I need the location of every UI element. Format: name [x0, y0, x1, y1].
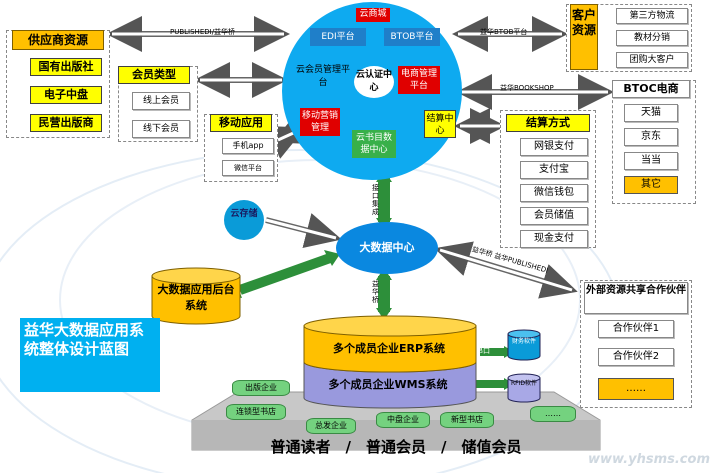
btob-platform-box: BTOB平台: [384, 28, 440, 46]
btob-arrow-label: 益华BTOB平台: [480, 28, 528, 36]
payment-item-alipay: 支付宝: [520, 161, 588, 179]
payment-item-bank: 网银支付: [520, 138, 588, 156]
audience-label: 普通读者 / 普通会员 / 储值会员: [270, 438, 522, 456]
btoc-item-tmall: 天猫: [624, 104, 678, 122]
settle-center-box: 结算中心: [424, 110, 456, 138]
member-item-offline: 线下会员: [132, 120, 190, 138]
member-title: 会员类型: [118, 66, 190, 84]
member-item-online: 线上会员: [132, 92, 190, 110]
bibliography-center-box: 云书目数据中心: [352, 130, 396, 158]
bigdata-center-ellipse: 大数据中心: [336, 222, 438, 274]
cloud-mall-box: 云商城: [356, 8, 390, 22]
finance-cylinder: [507, 329, 541, 361]
supply-item-3: 民营出版商: [30, 114, 102, 132]
partner-more: ……: [598, 378, 674, 400]
mobile-item-wechat: 微信平台: [222, 160, 274, 176]
mobile-title: 移动应用: [210, 114, 272, 132]
wms-system-label: 多个成员企业WMS系统: [328, 378, 448, 391]
partner-1: 合作伙伴1: [598, 320, 674, 338]
edi-platform-box: EDI平台: [310, 28, 366, 46]
auth-center-box: 云认证中心: [354, 66, 394, 98]
partner-2: 合作伙伴2: [598, 348, 674, 366]
rfid-cylinder: [507, 373, 541, 403]
supply-item-2: 电子中盘: [30, 86, 102, 104]
customer-item-group: 团购大客户: [616, 52, 688, 68]
btoc-item-dangdang: 当当: [624, 152, 678, 170]
blueprint-title: 益华大数据应用系统整体设计蓝图: [20, 318, 160, 392]
platform-item-chain: 连锁型书店: [226, 404, 286, 420]
mobile-item-app: 手机app: [222, 138, 274, 154]
mobile-marketing-box: 移动营销管理: [300, 108, 340, 136]
watermark: www.yhsms.com: [587, 452, 710, 467]
rfid-label: RFID软件: [510, 380, 537, 387]
publishedi-label: PUBLISHEDI/益华桥: [170, 28, 236, 36]
btoc-title: BTOC电商: [612, 80, 690, 98]
customer-item-textbook: 教材分销: [616, 30, 688, 46]
external-title: 外部资源共享合作伙伴: [584, 282, 688, 314]
payment-panel: [500, 110, 596, 248]
backend-cylinder-shape: [151, 267, 241, 325]
bridge-down-label: 益华桥: [372, 280, 379, 304]
btoc-item-jd: 京东: [624, 128, 678, 146]
member-mgmt-text: 云会员管理平台: [296, 65, 351, 88]
platform-item-midtier: 中盘企业: [376, 412, 430, 428]
erp-system-label: 多个成员企业ERP系统: [332, 342, 446, 355]
platform-item-general: 总发企业: [306, 418, 356, 434]
platform-item-more: ……: [530, 406, 576, 422]
customer-item-logistics: 第三方物流: [616, 8, 688, 24]
payment-item-wechat: 微信钱包: [520, 184, 588, 202]
platform-item-publisher: 出版企业: [232, 380, 290, 396]
backend-system-label: 大数据应用后台系统: [157, 283, 235, 312]
supply-title: 供应商资源: [12, 30, 104, 50]
supply-item-1: 国有出版社: [30, 58, 102, 76]
finance-label: 财务软件: [511, 338, 536, 345]
btoc-item-other: 其它: [624, 176, 678, 194]
ecommerce-mgmt-box: 电商管理平台: [398, 66, 440, 94]
interface-label: 接口集成: [372, 184, 379, 216]
erp-wms-cylinders: [303, 315, 477, 409]
payment-item-stored: 会员储值: [520, 207, 588, 225]
payment-title: 结算方式: [506, 114, 590, 132]
bookshop-label: 益华BOOKSHOP: [500, 84, 554, 92]
platform-item-newstore: 新型书店: [440, 412, 494, 428]
cloud-storage-circle: 云存储: [224, 200, 264, 240]
customer-title: 客户资源: [570, 4, 598, 70]
payment-item-cash: 现金支付: [520, 230, 588, 248]
